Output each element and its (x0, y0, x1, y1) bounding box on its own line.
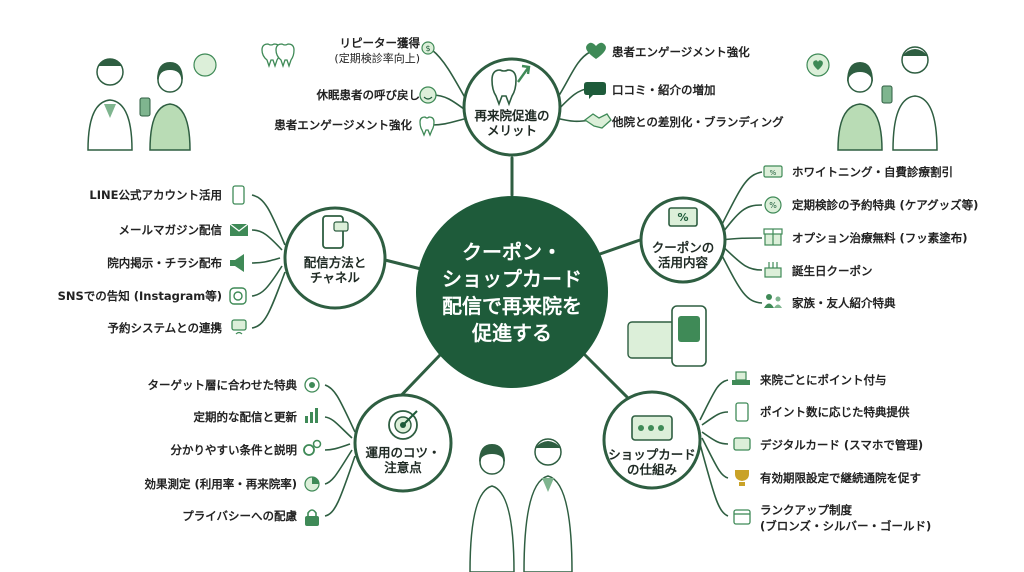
coupon-item: 定期検診の予約特典 (ケアグッズ等) (792, 198, 979, 212)
node-card-title: ショップカード の仕組み (602, 447, 702, 477)
svg-text:%: % (769, 201, 777, 210)
target-arrow-icon (304, 377, 320, 393)
doctor-patient-top-left-illustration (87, 53, 217, 151)
tooth-arrow-icon (491, 64, 531, 107)
pie-chart-icon (304, 476, 320, 492)
instagram-icon (229, 287, 247, 305)
node-tips-title: 運用のコツ・ 注意点 (353, 445, 453, 475)
gift-icon (763, 228, 783, 246)
smartphone-chat-icon (322, 215, 349, 249)
node-coupon-title: クーポンの 活用内容 (643, 240, 723, 270)
channel-item: 院内掲示・チラシ配布 (107, 256, 222, 270)
merit-right-item: 患者エンゲージメント強化 (612, 45, 750, 59)
coupon-item: オプション治療無料 (フッ素塗布) (792, 231, 968, 245)
connector-channel (383, 258, 427, 272)
heart-icon (586, 42, 606, 59)
branches-card (699, 379, 729, 517)
coupon-item: ホワイトニング・自費診療割引 (792, 165, 953, 179)
percent-badge-icon: % (764, 196, 782, 214)
trophy-icon (735, 470, 749, 486)
coupon-item: 家族・友人紹介特典 (792, 296, 896, 310)
node-merit-title-line-2: メリット (486, 123, 537, 138)
connector-coupon (595, 238, 642, 257)
discount-ticket-icon: % (763, 165, 783, 178)
node-channel-title-line-2: チャネル (310, 270, 360, 285)
card-item: ポイント数に応じた特典提供 (760, 405, 910, 419)
card-item: (ブロンズ・シルバー・ゴールド) (760, 519, 932, 533)
svg-text:$: $ (425, 44, 430, 53)
svg-text:%: % (770, 169, 777, 177)
tips-item: 効果測定 (利用率・再来院率) (144, 477, 297, 491)
node-tips-circle (353, 393, 453, 493)
merit-right-item: 他院との差別化・ブランディング (612, 115, 784, 129)
dollar-badge-icon: $ (421, 41, 435, 55)
node-tips-title-line-2: 注意点 (384, 460, 422, 475)
phone-card-illustration (627, 305, 707, 367)
gears-icon (303, 439, 322, 456)
card-item: ランクアップ制度 (760, 503, 852, 517)
center-circle (416, 196, 608, 388)
shop-card-icon (631, 415, 673, 441)
node-merit-title: 再来院促進の メリット (462, 108, 562, 138)
branches-tips (324, 384, 356, 517)
center-title-line-3: 配信で再来院を (442, 294, 582, 318)
center-title-line-1: クーポン・ (462, 240, 562, 264)
node-channel-title: 配信方法と チャネル (285, 255, 385, 285)
center-title-line-2: ショップカード (442, 267, 582, 291)
channel-item: メールマガジン配信 (118, 223, 223, 237)
node-coupon-circle (639, 196, 727, 284)
node-coupon-title-line-2: 活用内容 (657, 255, 708, 270)
coupon-item: 誕生日クーポン (792, 264, 873, 278)
node-merit-title-line-1: 再来院促進の (474, 108, 550, 123)
tips-item: 分かりやすい条件と説明 (170, 443, 298, 457)
svg-text:%: % (677, 211, 688, 224)
tips-item: 定期的な配信と更新 (193, 410, 298, 424)
megaphone-icon (230, 254, 244, 272)
sparkle-tooth-icon (419, 116, 435, 137)
tips-item: プライバシーへの配慮 (182, 509, 297, 523)
target-icon (388, 410, 418, 440)
center-title: クーポン・ ショップカード 配信で再来院を 促進する (417, 218, 607, 368)
teeth-icon (261, 43, 295, 69)
node-channel-circle (283, 206, 387, 310)
center-title-line-4: 促進する (472, 321, 552, 345)
tips-item: ターゲット層に合わせた特典 (147, 378, 298, 392)
node-merit-circle (462, 57, 562, 157)
merit-left-item: リピーター獲得 (339, 36, 421, 50)
doctor-patient-top-right-illustration (806, 46, 938, 151)
merit-right-item: 口コミ・紹介の増加 (612, 83, 716, 97)
node-card-title-line-1: ショップカード (608, 447, 696, 462)
mobile-icon (232, 185, 245, 205)
node-coupon-title-line-1: クーポンの (651, 240, 715, 255)
merit-left-item: 休眠患者の呼び戻し (316, 88, 421, 102)
mail-icon (229, 223, 249, 236)
chat-bubble-icon (584, 82, 606, 99)
channel-item: 予約システムとの連携 (107, 321, 222, 335)
lock-icon (305, 509, 319, 526)
handshake-icon (583, 113, 612, 129)
stamp-icon (732, 371, 750, 385)
node-tips-title-line-1: 運用のコツ・ (365, 445, 441, 460)
sync-device-icon (231, 319, 247, 335)
merit-left-item: (定期検診率向上) (334, 52, 420, 65)
digital-card-icon (733, 437, 751, 451)
calendar-icon (733, 509, 751, 525)
bar-chart-icon (305, 408, 318, 423)
channel-item: SNSでの告知 (Instagram等) (57, 289, 222, 303)
merit-left-item: 患者エンゲージメント強化 (274, 118, 412, 132)
family-icon (764, 294, 782, 308)
node-card-title-line-2: の仕組み (626, 462, 677, 477)
coupon-ticket-icon: % (668, 207, 698, 227)
card-item: デジタルカード (スマホで管理) (760, 438, 924, 452)
smile-icon (419, 86, 437, 104)
channel-item: LINE公式アカウント活用 (89, 188, 222, 202)
branches-channel (251, 194, 286, 329)
card-item: 来院ごとにポイント付与 (760, 373, 887, 387)
cake-icon (764, 262, 782, 278)
card-item: 有効期限設定で継続通院を促す (760, 471, 921, 485)
node-channel-title-line-1: 配信方法と (303, 255, 367, 270)
doctor-patient-bottom-illustration (469, 438, 573, 572)
phone-card-icon (735, 402, 749, 422)
